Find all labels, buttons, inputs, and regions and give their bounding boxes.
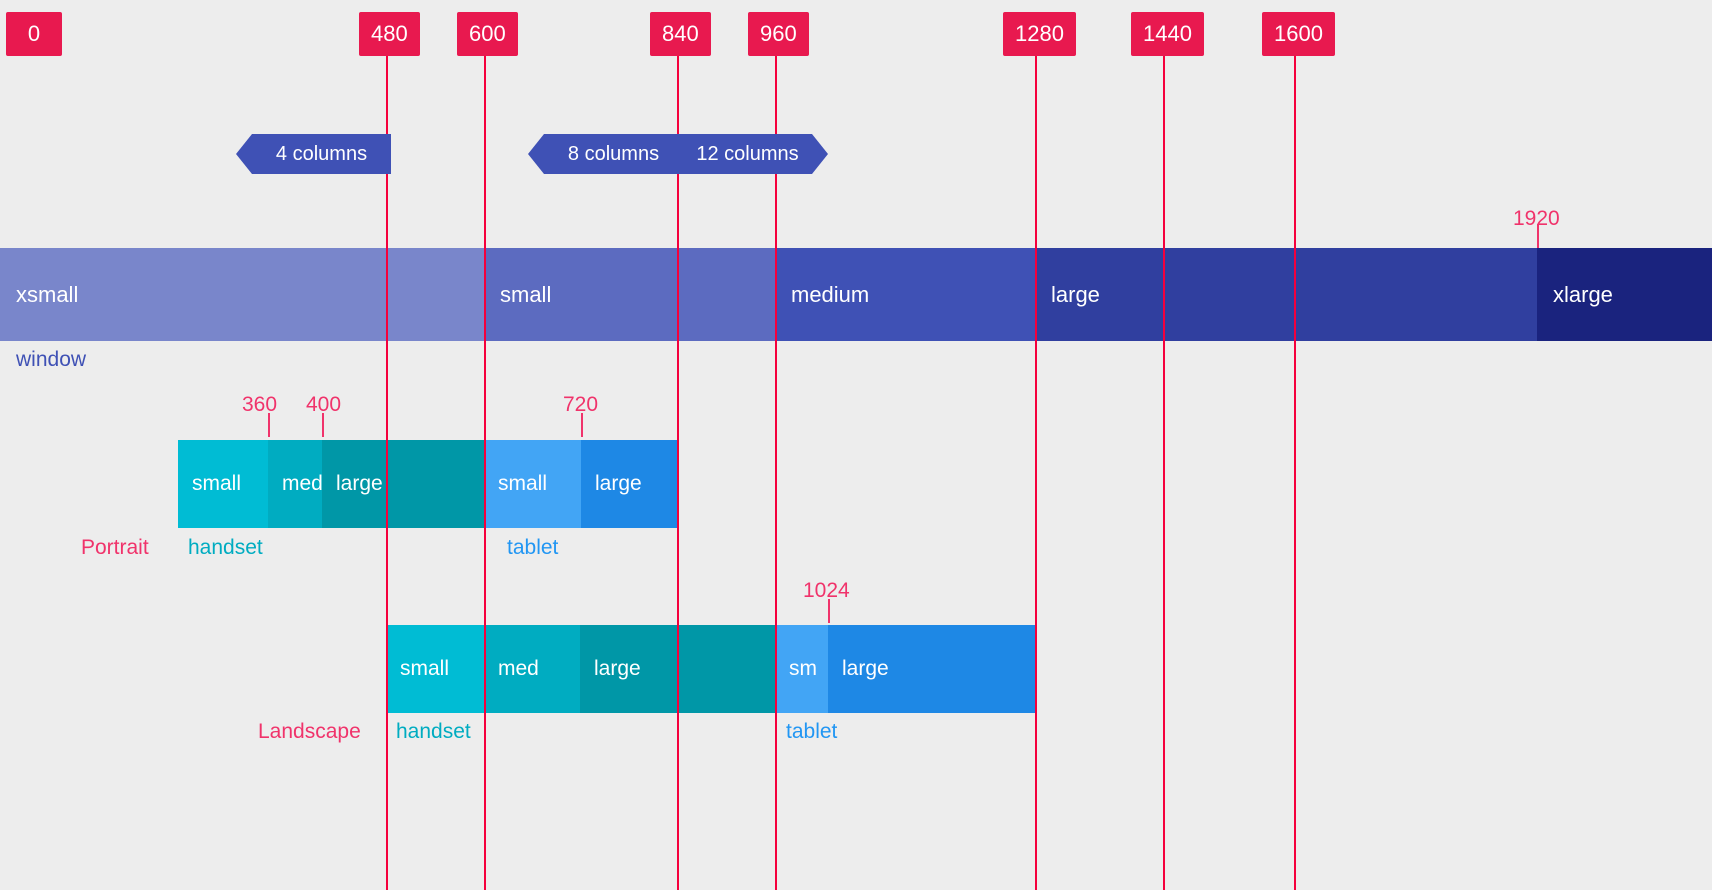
- breakpoint-gridline-1440: [1163, 56, 1165, 890]
- window-marker-tick-1920: [1537, 224, 1539, 248]
- portrait-tick-360: [268, 413, 270, 437]
- landscape-handset-name: handset: [396, 720, 471, 743]
- breakpoint-gridline-840: [677, 56, 679, 890]
- portrait-tick-400: [322, 413, 324, 437]
- portrait-handset-block-large-2: [322, 440, 386, 528]
- breakpoint-gridline-1600: [1294, 56, 1296, 890]
- breakpoint-label-1440: 1440: [1131, 12, 1204, 56]
- portrait-tablet-label-large: large: [595, 472, 642, 495]
- landscape-handset-label-med: med: [498, 657, 539, 680]
- landscape-tablet-label-sm: sm: [789, 657, 817, 680]
- window-segment-label-large: large: [1051, 281, 1100, 307]
- portrait-tick-label-360: 360: [242, 393, 278, 416]
- breakpoint-label-1280: 1280: [1003, 12, 1076, 56]
- landscape-tick-label-1024: 1024: [803, 579, 850, 602]
- window-segment-xsmall-0: [0, 248, 386, 341]
- portrait-tick-720: [581, 413, 583, 437]
- portrait-handset-label-med: med: [282, 472, 323, 495]
- landscape-orientation-label: Landscape: [258, 720, 361, 743]
- portrait-tablet-name: tablet: [507, 536, 559, 559]
- breakpoint-gridline-960: [775, 56, 777, 890]
- window-segment-label-xsmall: xsmall: [16, 281, 79, 307]
- window-segment-label-medium: medium: [791, 281, 870, 307]
- breakpoint-gridline-480: [386, 56, 388, 890]
- landscape-handset-label-small: small: [400, 657, 450, 680]
- window-segment-large-5: [1035, 248, 1163, 341]
- window-segment-large-7: [1294, 248, 1537, 341]
- window-segment-label-small: small: [500, 281, 552, 307]
- breakpoint-label-840: 840: [650, 12, 711, 56]
- window-segment-small-3: [677, 248, 775, 341]
- landscape-tick-1024: [828, 599, 830, 623]
- window-segment-medium-4: [775, 248, 1035, 341]
- landscape-handset-block-large-2: [580, 625, 677, 713]
- window-segment-label-xlarge: xlarge: [1553, 281, 1613, 307]
- breakpoint-label-480: 480: [359, 12, 420, 56]
- column-badge-0: 4 columns: [236, 134, 391, 174]
- breakpoint-label-1600: 1600: [1262, 12, 1335, 56]
- portrait-tick-label-720: 720: [563, 393, 599, 416]
- column-badge-1: 8 columns: [528, 134, 683, 174]
- window-band-label: window: [16, 348, 87, 371]
- landscape-handset-block-small-0: [386, 625, 484, 713]
- portrait-handset-name: handset: [188, 536, 263, 559]
- landscape-tablet-name: tablet: [786, 720, 838, 743]
- landscape-handset-block-med-1: [484, 625, 580, 713]
- window-segment-xsmall-1: [386, 248, 484, 341]
- portrait-tick-label-400: 400: [306, 393, 342, 416]
- portrait-handset-label-small: small: [192, 472, 242, 495]
- breakpoint-gridline-1280: [1035, 56, 1037, 890]
- landscape-handset-label-large: large: [594, 657, 641, 680]
- breakpoint-label-960: 960: [748, 12, 809, 56]
- landscape-tablet-block-sm-0: [775, 625, 828, 713]
- portrait-tablet-block-small-0: [484, 440, 581, 528]
- landscape-tablet-block-large-1: [828, 625, 1035, 713]
- breakpoint-gridline-600: [484, 56, 486, 890]
- window-segment-xlarge-8: [1537, 248, 1712, 341]
- breakpoint-label-600: 600: [457, 12, 518, 56]
- breakpoint-label-0: 0: [6, 12, 62, 56]
- column-badge-2: 12 columns: [683, 134, 828, 174]
- window-segment-large-6: [1163, 248, 1294, 341]
- portrait-tablet-label-small: small: [498, 472, 548, 495]
- portrait-orientation-label: Portrait: [81, 536, 149, 559]
- window-segment-small-2: [484, 248, 677, 341]
- window-marker-label-1920: 1920: [1513, 207, 1560, 230]
- landscape-tablet-label-large: large: [842, 657, 889, 680]
- portrait-handset-block-med-1: [268, 440, 322, 528]
- portrait-handset-block-large-3: [386, 440, 484, 528]
- portrait-handset-block-small-0: [178, 440, 268, 528]
- portrait-handset-label-large: large: [336, 472, 383, 495]
- portrait-tablet-block-large-1: [581, 440, 677, 528]
- landscape-handset-block-large-3: [677, 625, 775, 713]
